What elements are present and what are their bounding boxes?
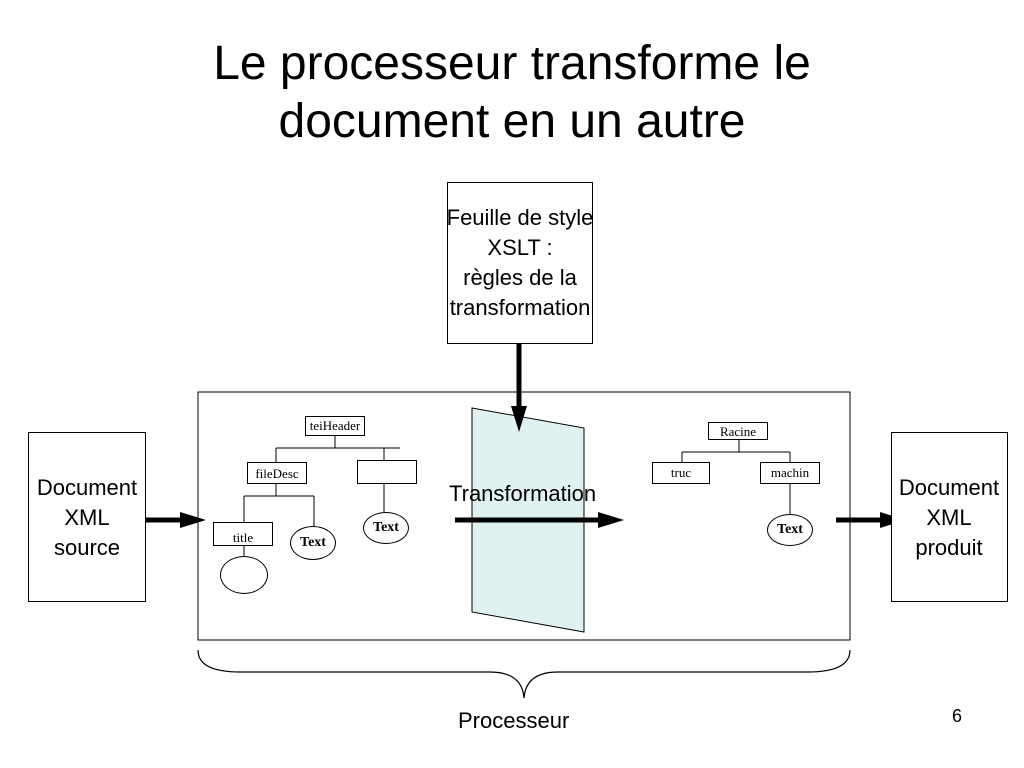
result-tree-connectors xyxy=(681,440,791,514)
source-line: source xyxy=(53,535,121,560)
processor-brace xyxy=(197,649,851,699)
node-filedesc: fileDesc xyxy=(247,462,307,484)
product-line: Document xyxy=(898,475,1000,500)
stylesheet-line: règles de la xyxy=(463,265,577,290)
node-teiheader: teiHeader xyxy=(305,416,365,436)
product-line: XML xyxy=(926,505,972,530)
node-truc: truc xyxy=(652,462,710,484)
text-node-oval: Text xyxy=(363,512,409,544)
node-racine: Racine xyxy=(708,422,768,440)
empty-oval xyxy=(220,556,268,594)
transformation-label: Transformation xyxy=(449,481,597,506)
source-tree-connectors xyxy=(243,436,400,556)
source-line: Document xyxy=(36,475,138,500)
slide-title: Le processeur transforme le document en … xyxy=(0,35,1024,151)
node-machin: machin xyxy=(760,462,820,484)
page-number: 6 xyxy=(951,706,962,726)
processor-label: Processeur xyxy=(458,708,570,733)
product-line: produit xyxy=(915,535,983,560)
transformation-arrow-head xyxy=(598,512,624,528)
stylesheet-box xyxy=(447,182,593,344)
slide-title-line2: document en un autre xyxy=(278,95,746,148)
product-document-text: Document XML produit xyxy=(884,473,1014,563)
stylesheet-arrow-head xyxy=(511,406,527,432)
input-arrow-head xyxy=(180,512,206,528)
stylesheet-text: Feuille de style XSLT : règles de la tra… xyxy=(420,203,620,323)
processor-frame xyxy=(197,391,851,641)
text-node-oval: Text xyxy=(290,526,336,560)
stylesheet-line: Feuille de style xyxy=(446,205,594,230)
text-node-oval: Text xyxy=(767,514,813,546)
node-empty xyxy=(357,460,417,484)
product-document-box xyxy=(891,432,1008,602)
stylesheet-line: XSLT : xyxy=(487,235,553,260)
slide-title-line1: Le processeur transforme le xyxy=(213,37,811,90)
source-line: XML xyxy=(64,505,110,530)
source-document-text: Document XML source xyxy=(22,473,152,563)
node-title: title xyxy=(213,522,273,546)
stylesheet-line: transformation xyxy=(449,295,591,320)
source-document-box xyxy=(28,432,146,602)
